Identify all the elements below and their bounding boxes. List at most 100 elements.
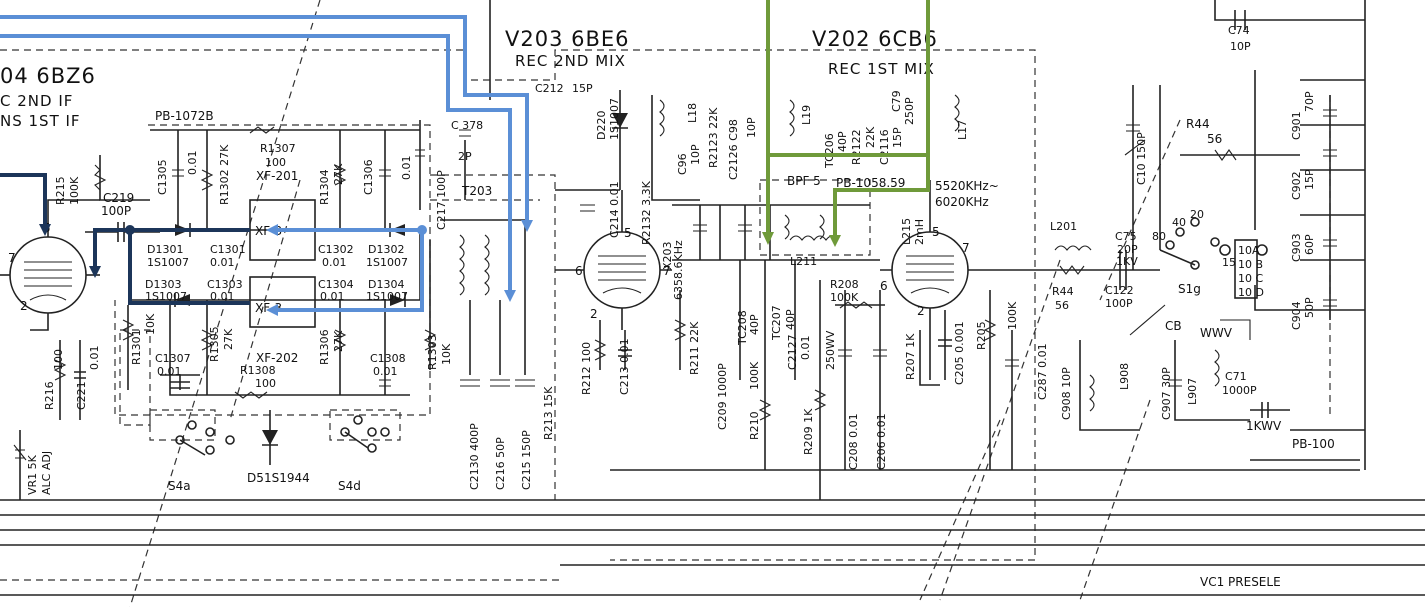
pb1072-label: PB-1072B	[155, 109, 214, 123]
c1302-label: C1302	[318, 243, 354, 256]
r2122-value: 22K	[864, 126, 877, 148]
pb100-label: PB-100	[1292, 437, 1335, 451]
c902-label: C902	[1290, 171, 1303, 200]
c2116-value: 15P	[891, 127, 904, 148]
c215-label: C215 150P	[520, 430, 533, 490]
bpf-label: BPF 5	[787, 174, 821, 188]
tc207-value: 40P	[784, 309, 797, 330]
signal-path-green-bpf	[833, 155, 930, 238]
pin-6-v202: 6	[880, 279, 888, 293]
c901-label: C901	[1290, 111, 1303, 140]
c1306-label: C1306	[362, 159, 375, 195]
s1g-label: S1g	[1178, 282, 1201, 296]
c1304-label: C1304	[318, 278, 354, 291]
r1308-value: 100	[255, 377, 276, 390]
d1301-label: D1301	[147, 243, 183, 256]
c2127-wv: 250WV	[824, 330, 837, 370]
r205-value: 100K	[1006, 301, 1019, 330]
r1303-label: R1303	[426, 334, 439, 370]
signal-path-light-blue-outer	[0, 15, 529, 225]
d1303-value: 1S1007	[145, 290, 187, 303]
c287-label: C287 0.01	[1036, 343, 1049, 400]
c96-label: C96	[676, 153, 689, 175]
bpf-network	[672, 99, 887, 500]
r1301-label: R1301	[130, 329, 143, 365]
r1301-value: 10K	[144, 313, 157, 335]
arrow-green-bpf	[829, 235, 841, 247]
v202-func: REC 1ST MIX	[828, 60, 935, 78]
r208-value: 100K	[830, 291, 859, 304]
l908-label: L908	[1118, 363, 1131, 390]
r1307-label: R1307	[260, 142, 296, 155]
r1305-label: R1305	[208, 326, 221, 362]
r1306-label: R1306	[318, 329, 331, 365]
switch-pos-40: 40	[1172, 216, 1186, 229]
c75-value: 20P	[1117, 243, 1138, 256]
r2132-label: R2132 3.3K	[640, 180, 653, 245]
c2130-label: C2130 400P	[468, 423, 481, 490]
switch-pos-10c: 10 C	[1238, 272, 1263, 285]
d1303-label: D1303	[145, 278, 181, 291]
c71-value: 1000P	[1222, 384, 1257, 397]
switch-s4	[175, 415, 390, 456]
r2123-label: R2123 22K	[707, 107, 720, 168]
c1304-value: 0.01	[320, 290, 345, 303]
r44b-label: R44	[1186, 117, 1210, 131]
c214-label: C214 0.01	[608, 181, 621, 238]
c79-value: 250P	[903, 97, 916, 125]
r1305-value: 27K	[222, 328, 235, 350]
c98-value: 10P	[745, 117, 758, 138]
c221-label: C221	[75, 381, 88, 410]
v204-func-line1: C 2ND IF	[0, 92, 73, 110]
signal-path-light-blue-inner	[0, 34, 512, 295]
pin-5-v202: 5	[932, 225, 940, 239]
c1306-value: 0.01	[400, 156, 413, 181]
r44a-value: 56	[1055, 299, 1069, 312]
vc1-preselect-label: VC1 PRESELE	[1200, 575, 1281, 589]
v202-tube-label: V202 6CB6	[812, 27, 938, 51]
preselector	[1050, 10, 1365, 431]
r205-label: R205	[975, 321, 988, 350]
c904-label: C904	[1290, 301, 1303, 330]
c208-label: C208 0.01	[847, 413, 860, 470]
freq-range-2: 6020KHz	[935, 195, 989, 209]
r1308-label: R1308	[240, 364, 276, 377]
r211-label: R211 22K	[688, 321, 701, 375]
c1302-value: 0.01	[322, 256, 347, 269]
d1302-value: 1S1007	[366, 256, 408, 269]
v204-tube-label: 04 6BZ6	[0, 64, 96, 88]
d220-label: D220	[595, 111, 608, 140]
c221-value: 0.01	[88, 346, 101, 371]
tc208-label: TC208	[736, 310, 749, 346]
c1307-value: 0.01	[157, 365, 182, 378]
r2122-label: R2122	[850, 129, 863, 165]
vr1-func: ALC ADJ	[40, 451, 53, 495]
r215-value: 100K	[68, 176, 81, 205]
c1305-label: C1305	[156, 159, 169, 195]
pb1058-label: PB-1058.59	[836, 176, 905, 190]
c216-label: C216 50P	[494, 437, 507, 490]
c904-value: 50P	[1303, 297, 1316, 318]
tc206-label: TC206	[823, 133, 836, 169]
mechanical-links	[129, 0, 1181, 607]
xf201-label: XF-201	[256, 169, 298, 183]
c2116-label: C2116	[878, 129, 891, 165]
c79-label: C79	[890, 90, 903, 112]
r44a-label: R44	[1052, 285, 1074, 298]
tube-v202	[880, 94, 1050, 470]
c217-label: C217 100P	[435, 170, 448, 230]
pin-2-v203: 2	[590, 307, 598, 321]
pin-5-v203: 5	[624, 226, 632, 240]
switch-pos-10b: 10 B	[1238, 258, 1263, 271]
tc206-value: 40P	[836, 131, 849, 152]
v204-func-line2: NS 1ST IF	[0, 112, 81, 130]
d1302-label: D1302	[368, 243, 404, 256]
l18-label: L18	[686, 103, 699, 123]
c1308-value: 0.01	[373, 365, 398, 378]
wwv-label: WWV	[1200, 326, 1233, 340]
tube-v204	[0, 199, 100, 331]
c2126-label: C2126 C98	[727, 119, 740, 180]
r212-label: R212 100	[580, 342, 593, 395]
switch-pos-10a: 10A	[1238, 244, 1260, 257]
pin-7-v204: 7	[8, 251, 16, 265]
